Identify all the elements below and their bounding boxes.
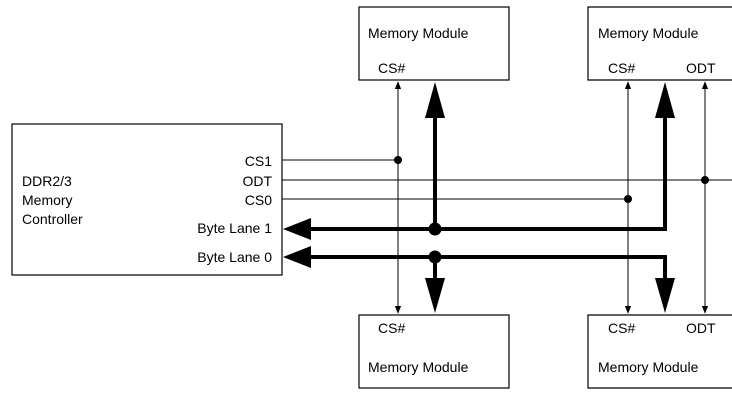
byte-lane-1-arrow-top-right [655,82,675,118]
signal-label-cs1: CS1 [245,153,272,169]
byte-lane-1-trace [300,118,667,231]
signal-label-cs0: CS0 [245,192,272,208]
module-title: Memory Module [368,359,469,375]
memory-module-bottom-right: CS# ODT Memory Module [587,314,732,389]
junction-cs0 [624,195,632,203]
module-title: Memory Module [598,25,699,41]
memory-module-top-right: Memory Module CS# ODT [587,6,732,81]
signal-label-byte-lane-0: Byte Lane 0 [197,249,272,265]
byte-lane-0-arrow-bottom-left [425,278,445,313]
controller-name-line-2: Memory [22,192,73,208]
byte-lane-0-arrow-controller [283,246,311,268]
byte-lane-0-trace [300,255,667,278]
signal-label-odt: ODT [242,173,272,189]
module-box [358,314,510,389]
controller-name-line-3: Controller [22,211,83,227]
byte-lane-1-arrow-top-left [425,82,445,118]
controller-name-line-1: DDR2/3 [22,173,72,189]
memory-module-top-left: Memory Module CS# [358,6,510,81]
signal-label-byte-lane-1: Byte Lane 1 [197,220,272,236]
junction-cs1 [394,156,402,164]
byte-lane-1-bus [283,82,675,240]
byte-lane-0-bus [283,246,675,313]
module-title: Memory Module [598,359,699,375]
byte-lane-1-arrow-controller [283,218,311,240]
pin-label-cs: CS# [378,60,405,76]
pin-label-odt: ODT [686,320,716,336]
module-box [358,6,510,81]
byte-lane-0-arrow-bottom-right [655,278,675,313]
pin-label-cs: CS# [608,320,635,336]
memory-module-bottom-left: CS# Memory Module [358,314,510,389]
pin-label-cs: CS# [608,60,635,76]
module-box [587,314,732,389]
control-lines [282,81,732,314]
junction-dots [394,156,709,264]
module-box [587,6,732,81]
junction-odt [701,176,709,184]
pin-label-odt: ODT [686,60,716,76]
memory-controller: DDR2/3 Memory Controller CS1 ODT CS0 Byt… [11,123,283,276]
pin-label-cs: CS# [378,320,405,336]
module-title: Memory Module [368,25,469,41]
